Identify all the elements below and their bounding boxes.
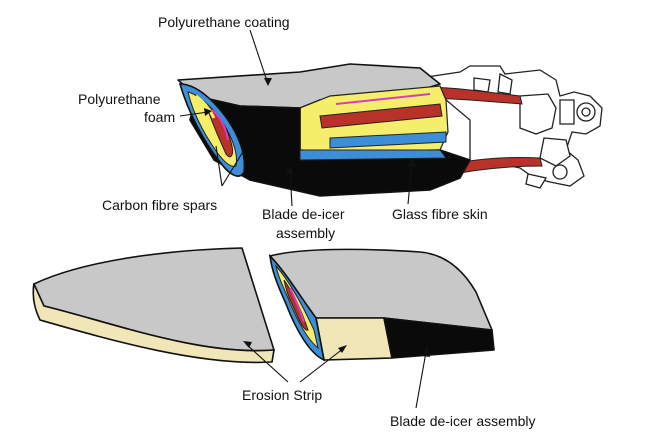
blade-root-cutaway <box>177 63 603 197</box>
leader-blade-deicer-bottom <box>415 351 427 409</box>
leader-polyurethane-foam <box>179 111 209 117</box>
leader-polyurethane-coating <box>249 29 269 85</box>
leader-carbon-spars-a <box>215 145 223 187</box>
label-blade-deicer-bottom: Blade de-icer assembly <box>390 413 536 429</box>
arrow-erosion-strip-left <box>243 341 252 348</box>
label-polyurethane-coating: Polyurethane coating <box>158 14 290 30</box>
glass-fibre-skin-band <box>299 149 447 161</box>
arrow-polyurethane-foam <box>204 108 212 116</box>
blade-outboard-section <box>32 247 275 364</box>
arrow-blade-deicer-bottom <box>422 348 430 357</box>
inner-structure-cutaway <box>299 85 449 153</box>
leader-erosion-strip-right <box>299 347 345 383</box>
leader-blade-deicer-top <box>289 169 293 207</box>
leader-erosion-strip-left <box>245 343 289 383</box>
erosion-strip-right <box>315 317 393 361</box>
label-carbon-fibre-spars: Carbon fibre spars <box>102 197 217 213</box>
label-polyurethane-foam-line1: Polyurethane <box>78 91 161 107</box>
erosion-strip-left <box>32 283 275 364</box>
label-glass-fibre-skin: Glass fibre skin <box>392 206 488 222</box>
leader-lines <box>179 29 430 409</box>
arrow-glass-fibre-skin <box>408 158 416 166</box>
deicer-assembly-bottom <box>383 317 495 359</box>
leader-glass-fibre-skin <box>407 161 413 205</box>
blade-cross-section <box>178 83 246 177</box>
inboard-accent-layer <box>289 287 305 323</box>
label-erosion-strip: Erosion Strip <box>242 387 322 403</box>
label-blade-deicer-line1: Blade de-icer <box>262 206 345 222</box>
label-blade-deicer-line2: assembly <box>276 225 335 241</box>
leader-carbon-spars-b <box>221 149 245 187</box>
blade-inboard-section <box>268 248 495 362</box>
arrow-blade-deicer-top <box>286 166 294 174</box>
labels: Polyurethane coating Polyurethane foam C… <box>78 14 536 429</box>
arrow-erosion-strip-right <box>338 345 347 353</box>
label-polyurethane-foam-line2: foam <box>144 109 175 125</box>
arrow-polyurethane-coating <box>264 78 272 86</box>
